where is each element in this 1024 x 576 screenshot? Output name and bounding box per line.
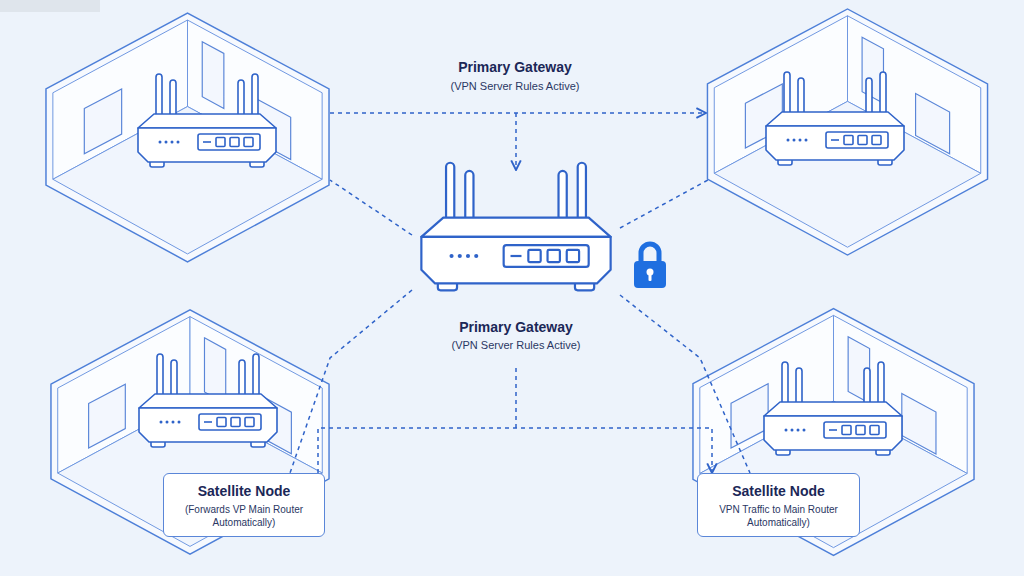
gateway-node: Primary Gateway (VPN Server Rules Active) (412, 150, 620, 354)
dashed-connector (290, 290, 412, 473)
node-description: VPN Traffic to Main Router Automatically… (706, 503, 851, 529)
router-icon (421, 163, 610, 291)
satellite-box: Satellite NodeVPN Traffic to Main Router… (697, 473, 860, 537)
corner-mark (0, 0, 100, 12)
router-icon (766, 72, 904, 165)
gateway-label: Primary Gateway (365, 58, 665, 76)
dashed-links (330, 113, 708, 428)
node-description: (Forwards VP Main Router Automatically) (172, 503, 316, 529)
router-icon (139, 354, 277, 447)
router-icon (764, 362, 902, 455)
node-heading: Satellite Node (172, 482, 316, 500)
lock-icon (634, 244, 666, 288)
room (51, 310, 329, 554)
node-heading: Satellite Node (706, 482, 851, 500)
room (707, 9, 987, 255)
room (46, 13, 329, 262)
node-heading: Primary Gateway (416, 318, 616, 336)
gateway-sublabel: (VPN Server Rules Active) (365, 79, 665, 93)
room (693, 309, 974, 556)
router-icon (138, 74, 276, 167)
node-description: (VPN Server Rules Active) (416, 338, 616, 352)
dashed-connector (318, 428, 712, 473)
dashed-connector (620, 295, 750, 473)
satellite-box: Satellite Node (Forwards VP Main Router A… (163, 473, 325, 537)
